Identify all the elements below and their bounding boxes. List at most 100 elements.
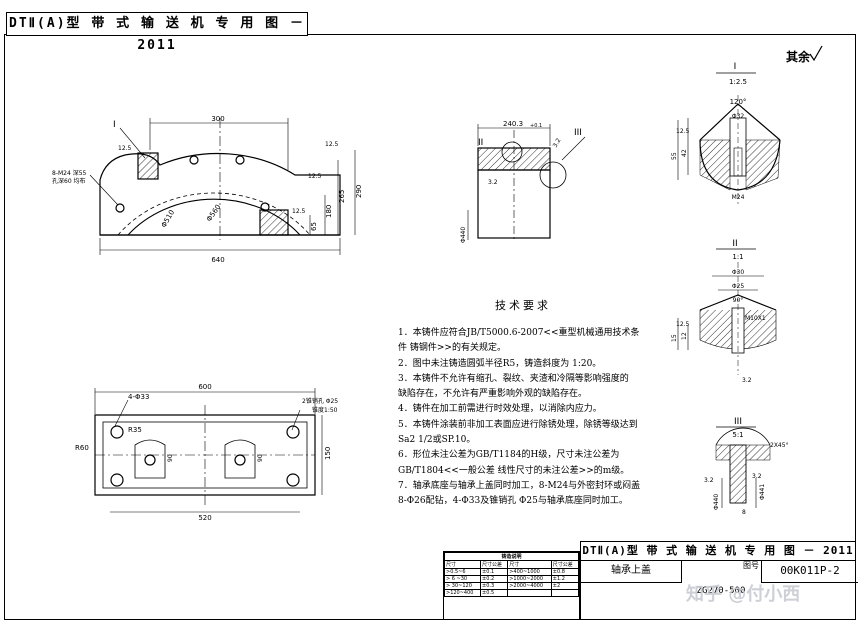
detail-III-d441: Φ441 [759,484,766,500]
requirement-line: Sa2 1/2或SP.10。 [398,435,476,446]
table-cell: >1000~2000 [507,575,552,583]
top-title-box: DTⅡ(A)型 带 式 输 送 机 专 用 图 － 2011 [6,12,308,53]
section-view [467,124,586,240]
requirements-title: 技术要求 [495,299,551,312]
table-cell: 尺寸 [507,560,552,569]
part-name: 轴承上盖 [581,560,682,583]
dim-240-tol: +0.1 [530,123,542,129]
front-view [89,118,356,255]
taper-note: 锥度1:50 [312,406,338,414]
detail-III-label: III [734,417,742,427]
front-label-I: I [113,120,116,130]
title-block-heading: DTⅡ(A)型 带 式 输 送 机 专 用 图 － 2011 [581,542,855,561]
table-row: >120~400 ±0.5 [443,589,580,597]
dim-4-phi33: 4-Φ33 [128,393,149,401]
drawing-no-label: 图号 [743,561,759,570]
requirement-line: 3．本铸件不允许有缩孔、裂纹、夹渣和冷隔等影响强度的 [398,373,629,384]
requirement-line: 1．本铸件应符合JB/T5000.6-2007<<重型机械通用技术条 [398,328,640,338]
detail-II-scale: 1:1 [732,253,743,261]
rough-4: 12.5 [292,208,306,215]
rest-roughness-note: 其余 [786,50,811,64]
table-cell: ±0.3 [480,582,509,590]
detail-I-scale: 1:2.5 [729,78,747,86]
drawing-number: 00K011P-2 [761,560,858,583]
detail-II-angle: 90° [733,297,744,304]
watermark: 知乎 @付小西 [686,584,801,605]
detail-I-d42: 42 [681,149,688,157]
detail-I-label: I [734,62,737,72]
detail-II [677,262,777,375]
material: ZG270-500 [696,586,746,596]
table-cell: ±0.1 [480,568,509,576]
detail-III-d8: 8 [742,509,746,516]
detail-III-scale: 5:1 [732,431,743,439]
detail-II-r3-2: 3.2 [742,377,752,384]
requirement-line: GB/T1804<<一般公差 线性尺寸的未注公差>>的m级。 [398,465,630,476]
dim-r60: R60 [75,444,89,452]
table-cell: 尺寸公差 [480,560,509,569]
table-cell: ±0.2 [480,575,509,583]
rough-3: 12.5 [308,173,322,180]
pin-note: 2锥销孔 Φ25 [302,397,338,405]
dim-290: 290 [355,185,363,198]
tolerance-table: 铸造说明 尺寸 尺寸公差 尺寸 尺寸公差 >0.5~6 ±0.1 >400~10… [443,551,580,620]
table-row: > 30~120 ±0.3 >2000~4000 ±2 [443,582,580,590]
requirement-line: 件 铸钢件>>的有关规定。 [398,343,506,354]
rough-1: 12.5 [118,145,132,152]
dim-520: 520 [198,514,211,522]
table-cell: > 6 ~30 [443,575,482,583]
dim-240: 240.3 [503,120,523,128]
requirement-line: 7．轴承底座与轴承上盖同时加工，8-M24与外密封环或闷盖 [398,480,641,491]
rest-check-icon [809,45,823,62]
detail-I-dia: Φ32 [732,113,745,120]
dim-90: 90 [167,454,174,462]
table-cell [507,589,552,597]
detail-II-thread: M10X1 [745,315,766,322]
table-row: > 6 ~30 ±0.2 >1000~2000 ±1.2 [443,575,580,583]
dim-600: 600 [198,383,211,391]
detail-I [677,95,781,205]
table-row: >0.5~6 ±0.1 >400~1000 ±0.8 [443,568,580,576]
dim-150: 150 [324,447,332,460]
table-cell: ±0.5 [480,589,509,597]
detail-III-d440: Φ440 [713,494,720,510]
table-cell: ±0.8 [550,568,580,576]
table-cell: > 30~120 [443,582,482,590]
table-cell [550,589,580,597]
detail-III-chamfer: 2X45° [770,442,789,449]
detail-II-d30: Φ30 [732,269,745,276]
dim-phi510: Φ510 [160,209,176,229]
detail-III [715,427,771,508]
title-block: DTⅡ(A)型 带 式 输 送 机 专 用 图 － 2011 轴承上盖 图号 0… [580,541,858,620]
hole-note-1: 8-M24 深55 [52,169,87,177]
detail-I-rough: 12.5 [676,128,690,135]
table-cell: ±1.2 [550,575,580,583]
detail-I-thread: M24 [732,194,745,201]
rough-2: 12.5 [325,141,339,148]
plan-view [94,388,323,513]
detail-II-d25: Φ25 [732,283,745,290]
dim-r35: R35 [128,426,142,434]
dim-180: 180 [325,205,333,218]
dim-300: 300 [211,115,224,123]
requirements-list: 1．本铸件应符合JB/T5000.6-2007<<重型机械通用技术条 件 铸钢件… [398,326,641,510]
detail-II-d12: 12 [681,332,688,340]
dim-65: 65 [310,222,318,231]
requirement-line: 5．本铸件涂装前非加工表面应进行除锈处理，除锈等级达到 [398,419,638,430]
detail-I-angle: 120° [730,98,747,106]
requirement-line: 6．形位未注公差为GB/T1184的H级，尺寸未注公差为 [398,450,620,461]
detail-I-d55: 55 [671,152,678,160]
detail-II-label: II [732,239,737,249]
detail-III-rough-1: 3.2 [704,477,714,484]
table-cell: >2000~4000 [507,582,552,590]
table-cell: 尺寸 [443,560,482,569]
table-cell: >400~1000 [507,568,552,576]
table-cell: >120~400 [443,589,482,597]
drawing-frame [4,34,856,620]
requirement-line: 缺陷存在，不允许有严重影响外观的缺陷存在。 [398,389,588,400]
table-cell: >0.5~6 [443,568,482,576]
section-label-III: III [574,128,582,138]
dim-640: 640 [211,256,224,264]
